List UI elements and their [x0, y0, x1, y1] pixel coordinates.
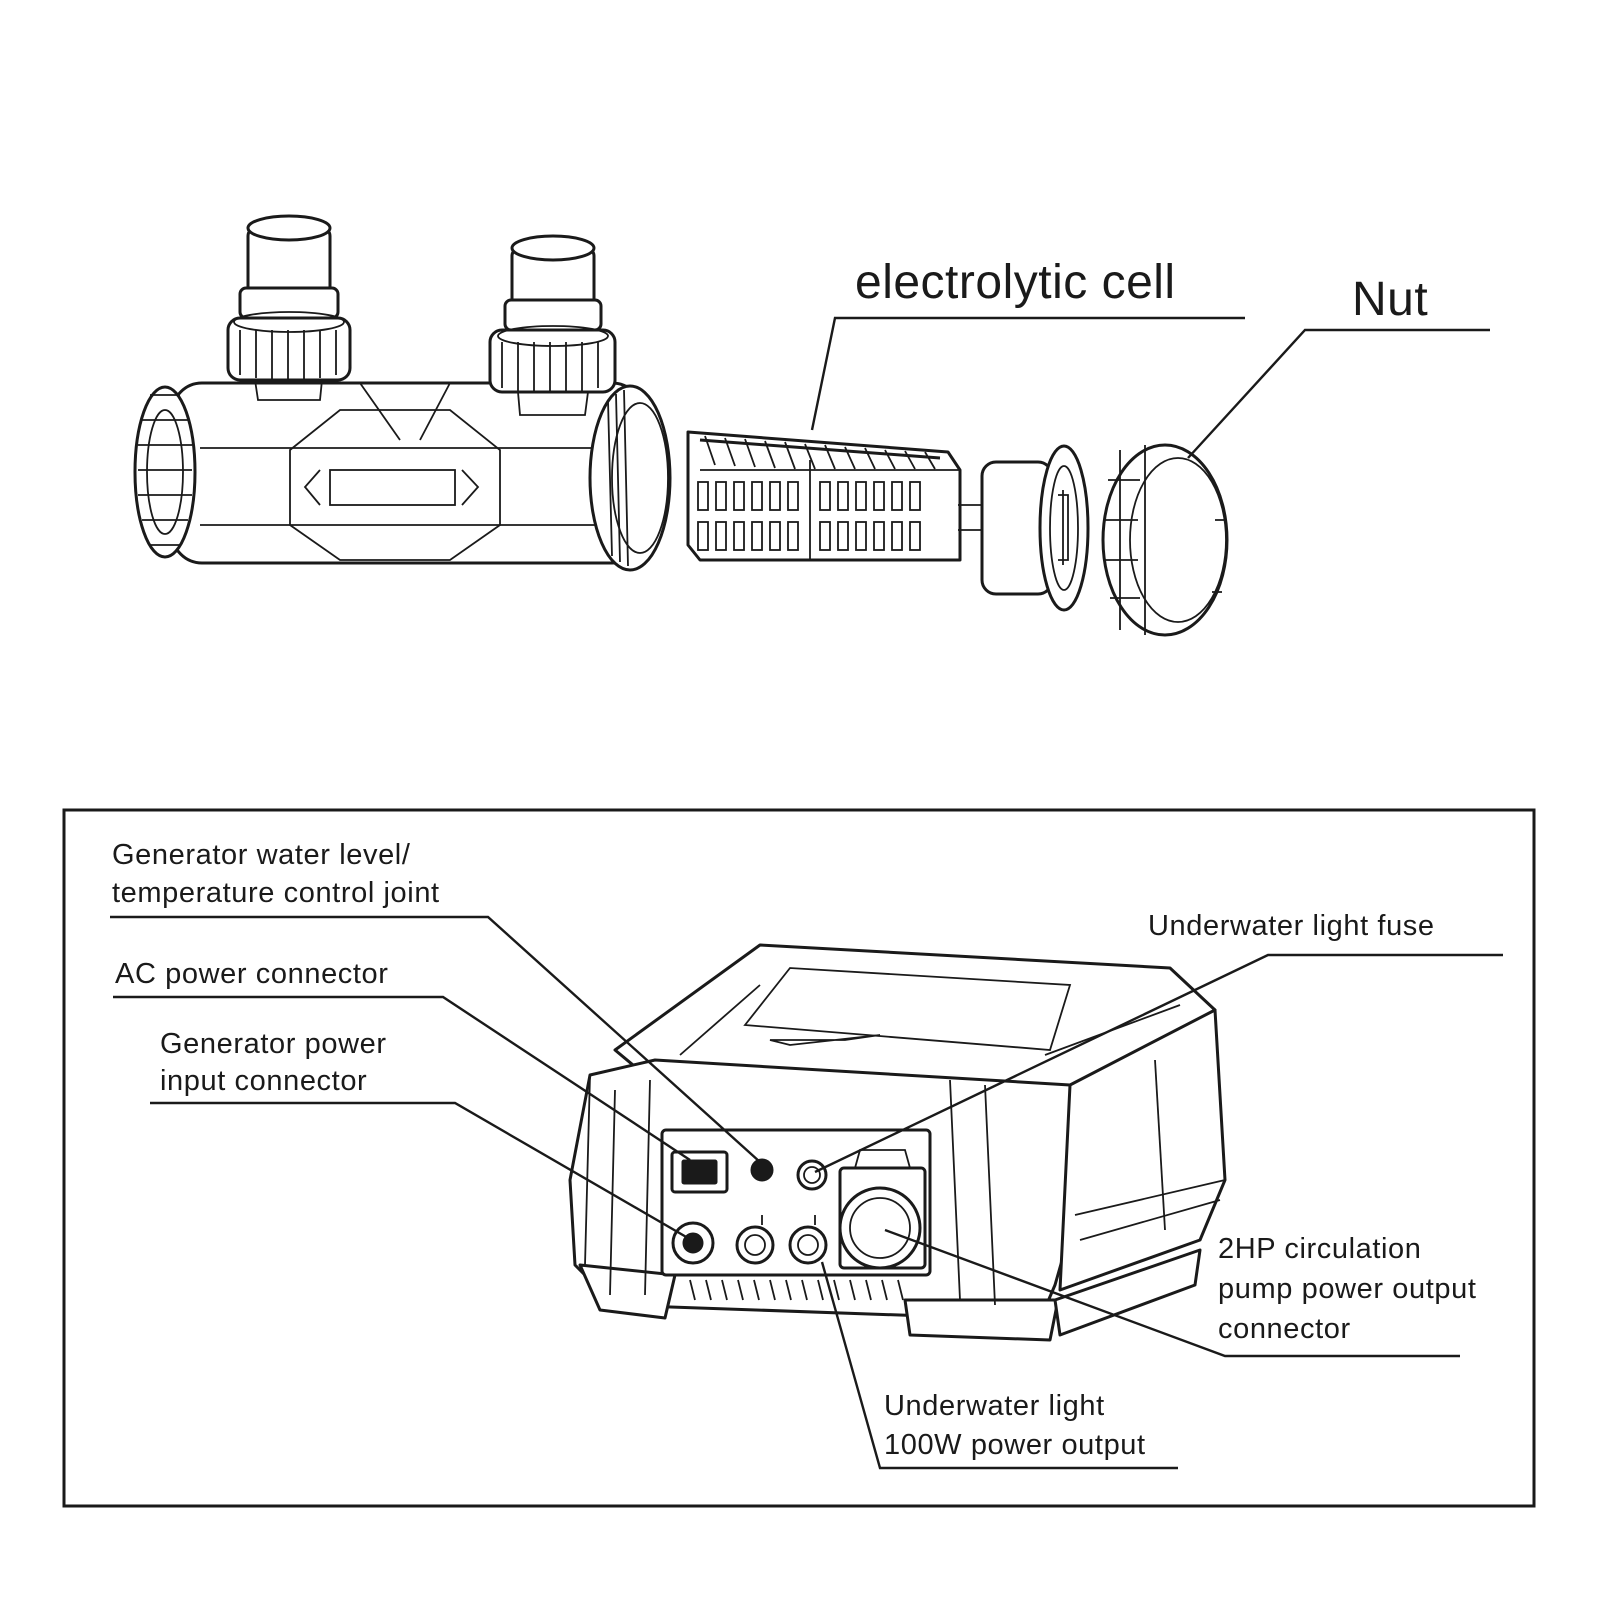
right-thread-end [588, 384, 672, 572]
left-end-cap [133, 385, 197, 559]
label-pump-line1: 2HP circulation [1218, 1233, 1422, 1265]
label-pump-line3: connector [1218, 1313, 1351, 1345]
label-water-level-line1: Generator water level/ [112, 839, 411, 871]
label-light-out-line1: Underwater light [884, 1390, 1105, 1422]
left-port [226, 214, 352, 401]
label-light-out-line2: 100W power output [884, 1429, 1146, 1461]
control-box-drawing [568, 943, 1227, 1342]
callout-water-level-joint: Generator water level/ temperature contr… [110, 839, 761, 1163]
callout-pump-output: 2HP circulation pump power output connec… [884, 1228, 1476, 1358]
nut [1101, 443, 1229, 637]
label-gen-power-line2: input connector [160, 1065, 367, 1097]
label-water-level-line2: temperature control joint [112, 877, 440, 909]
callout-light-fuse: Underwater light fuse [814, 910, 1503, 1174]
chlorinator-exploded-view: electrolytic cell Nut [133, 214, 1490, 637]
label-nut: Nut [1352, 273, 1428, 326]
electrolytic-cell-stack [686, 430, 1000, 562]
label-ac-power: AC power connector [115, 958, 389, 990]
right-port [488, 234, 617, 416]
callout-nut: Nut [1187, 273, 1490, 459]
callout-electrolytic-cell: electrolytic cell [810, 256, 1245, 431]
label-electrolytic-cell: electrolytic cell [855, 256, 1176, 309]
bottom-frame [62, 808, 1536, 1508]
callout-light-output: Underwater light 100W power output [820, 1261, 1178, 1470]
label-pump-line2: pump power output [1218, 1273, 1476, 1305]
callout-ac-power: AC power connector [113, 958, 691, 1162]
cell-housing [170, 381, 644, 565]
cell-end-cap [980, 444, 1090, 612]
callout-generator-power-input: Generator power input connector [150, 1028, 689, 1240]
label-gen-power-line1: Generator power [160, 1028, 387, 1060]
label-light-fuse: Underwater light fuse [1148, 910, 1435, 942]
